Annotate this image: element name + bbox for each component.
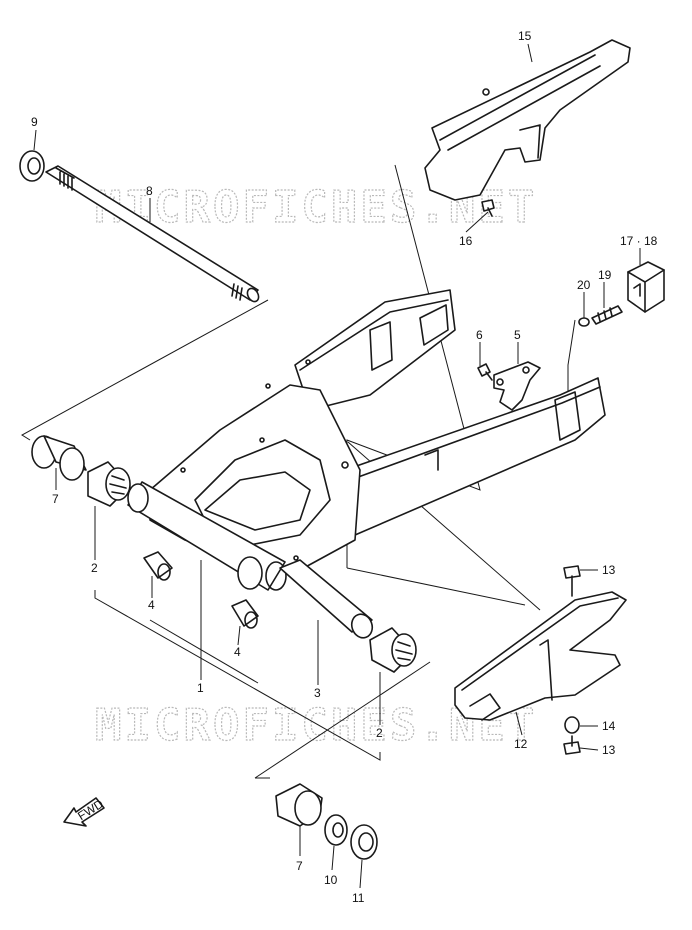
- swingarm: [127, 289, 606, 591]
- chain-buffer: [454, 591, 627, 721]
- bearing-2-upper: [87, 461, 131, 507]
- forward-arrow: FWD: [63, 797, 106, 827]
- screw-13-lower: [563, 735, 581, 755]
- callout-10: 10: [324, 873, 338, 887]
- callout-2-lower: 2: [376, 726, 383, 740]
- callout-numbers: 9 8 15 16 17 · 18 19 20 6 5 7 2 4 4 1 3 …: [31, 29, 658, 905]
- pivot-shaft: [45, 165, 260, 303]
- bearing-4-lower: [231, 599, 259, 629]
- callout-7-lower: 7: [296, 859, 303, 873]
- callout-6: 6: [476, 328, 483, 342]
- bolt-16: [481, 199, 495, 217]
- callout-15: 15: [518, 29, 532, 43]
- callout-1: 1: [197, 681, 204, 695]
- callout-4-upper: 4: [148, 598, 155, 612]
- washer-20: [578, 317, 590, 327]
- spacer-tube: [279, 559, 374, 639]
- bearing-4-upper: [143, 551, 173, 581]
- nut-11: [350, 824, 378, 860]
- chain-guard: [424, 39, 631, 201]
- bolt-19: [591, 305, 623, 325]
- callout-7-upper: 7: [52, 492, 59, 506]
- callout-4-lower: 4: [234, 645, 241, 659]
- bearing-2-lower: [369, 627, 417, 673]
- collar-14: [564, 716, 580, 734]
- callout-20: 20: [577, 278, 591, 292]
- screw-13-upper: [563, 565, 581, 597]
- leader-lines: [33, 43, 641, 889]
- callout-16: 16: [459, 234, 473, 248]
- collar-7-upper: [31, 435, 87, 481]
- callout-13-lower: 13: [602, 743, 616, 757]
- callout-5: 5: [514, 328, 521, 342]
- bolt-6: [477, 363, 493, 381]
- callout-2-upper: 2: [91, 561, 98, 575]
- cushion-block: [627, 261, 665, 313]
- callout-17-18: 17 · 18: [620, 234, 658, 248]
- callout-11: 11: [352, 891, 365, 905]
- callout-19: 19: [598, 268, 612, 282]
- callout-14: 14: [602, 719, 616, 733]
- nut-9: [19, 150, 45, 182]
- collar-7-lower: [275, 783, 323, 827]
- callout-13-upper: 13: [602, 563, 616, 577]
- callout-3: 3: [314, 686, 321, 700]
- fwd-label: FWD: [75, 797, 106, 824]
- plate-5: [493, 361, 541, 411]
- washer-10: [324, 814, 348, 846]
- callout-9: 9: [31, 115, 38, 129]
- callout-12: 12: [514, 737, 528, 751]
- callout-8: 8: [146, 184, 153, 198]
